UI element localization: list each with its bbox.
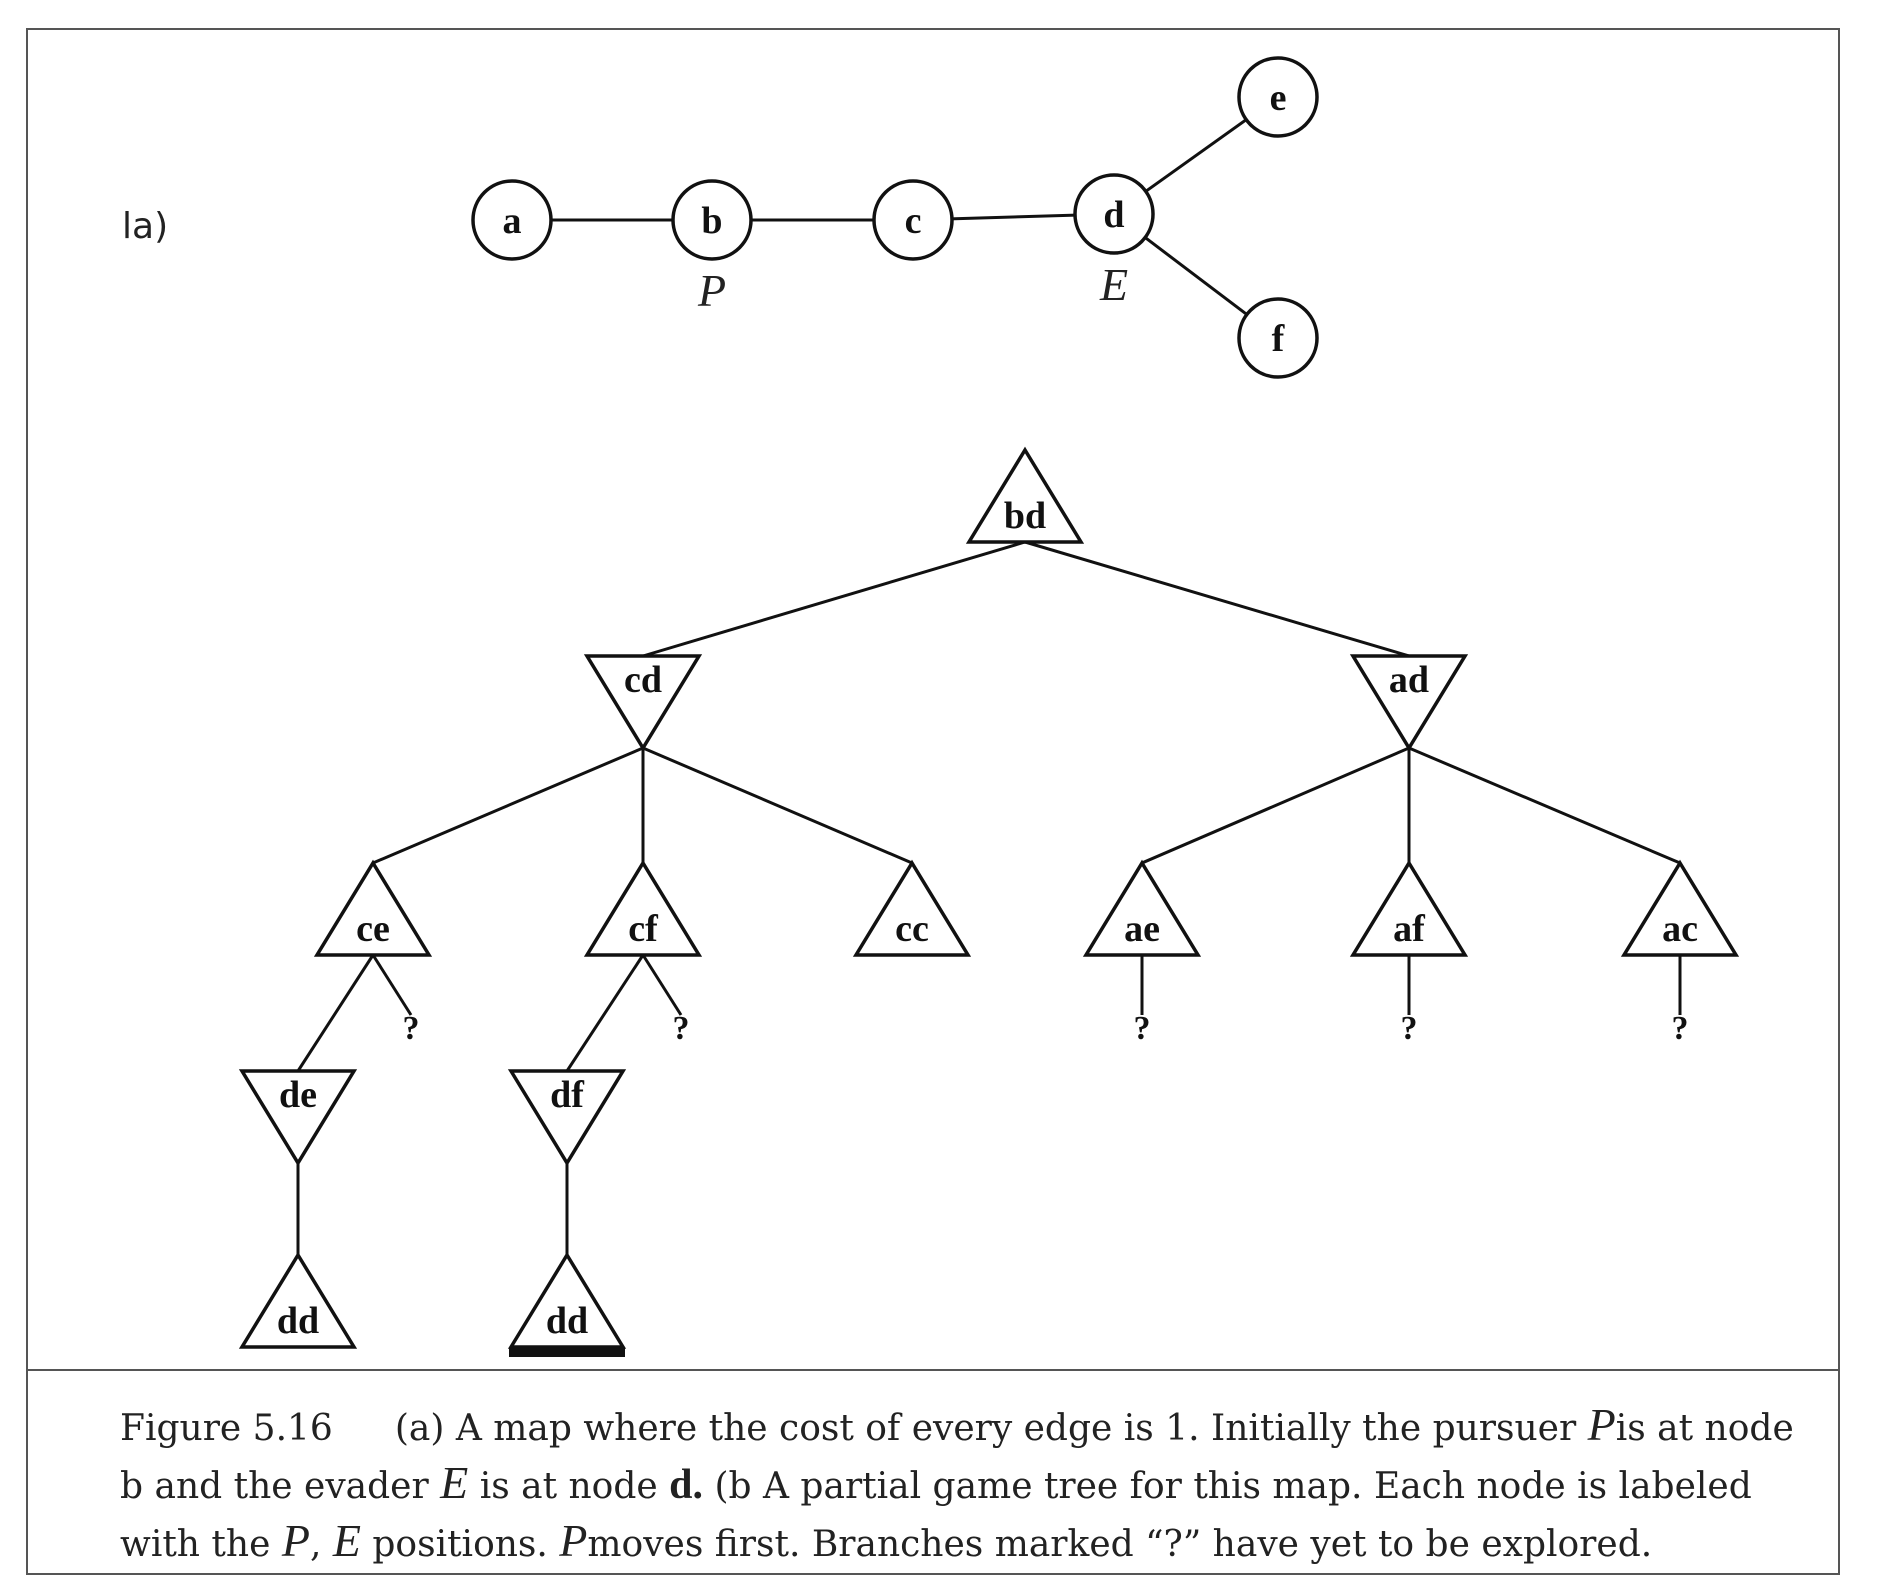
caption-part-b-end: positions. [360,1524,560,1565]
figure-caption: Figure 5.16 (a) A map where the cost of e… [120,1398,1800,1572]
tree-node-cd [583,654,703,752]
tree-node-dd [507,1251,627,1349]
map-node-label-b: b [701,200,722,242]
unexplored-marker: ? [403,1010,420,1047]
tree-node-label-df: df [550,1074,585,1116]
caption-pe-e: E [332,1515,361,1566]
caption-part-b: (b A partial game tree for this map. Eac… [120,1466,1752,1565]
caption-evader-symbol: E [440,1457,469,1508]
tree-node-underline [509,1348,625,1357]
caption-p-moves: P [559,1515,588,1566]
unexplored-marker: ? [1401,1010,1418,1047]
tree-node-label-bd: bd [1004,495,1046,537]
map-node-e [1237,56,1319,138]
caption-part-a: (a) A map where the cost of every edge i… [394,1408,1588,1449]
figure-frame [26,28,1840,1575]
unexplored-edge [371,954,413,1016]
caption-part-a-mid2: is at node [468,1466,670,1507]
tree-node-bd [965,446,1085,544]
tree-edge [1141,746,1410,865]
tree-node-ae [1082,859,1202,957]
tree-edge [642,540,1026,658]
tree-node-cc [852,859,972,957]
tree-node-label-ac: ac [1662,908,1698,950]
tree-node-ac [1620,859,1740,957]
tree-node-label-dd: dd [546,1300,588,1342]
tree-node-af [1349,859,1469,957]
map-node-label-f: f [1272,318,1286,360]
unexplored-edge [641,954,683,1016]
map-node-d [1073,173,1155,255]
map-node-b [671,179,753,261]
tree-edge [1024,540,1410,658]
tree-node-label-ad: ad [1389,659,1429,701]
map-node-f [1237,297,1319,379]
map-node-label-a: a [503,200,522,242]
map-marker-P: P [697,265,726,316]
caption-pursuer-symbol: P [1587,1399,1616,1450]
caption-node-d: d. [669,1462,704,1508]
tree-node-label-cd: cd [624,659,662,701]
caption-pe-sep: , [309,1524,333,1565]
tree-edge [1408,746,1681,865]
tree-node-label-cf: cf [628,908,659,950]
tree-node-ce [313,859,433,957]
part-label: la) [122,206,168,247]
tree-node-dd [238,1251,358,1349]
tree-node-label-ce: ce [356,908,390,950]
tree-node-label-cc: cc [895,908,929,950]
caption-part-a-mid: is at node b and the evader [120,1408,1794,1507]
tree-edge [372,746,644,865]
figure-number: Figure 5.16 [120,1408,333,1449]
map-graph: a bPc dEe f [471,56,1319,379]
map-marker-E: E [1099,259,1128,310]
tree-node-de [238,1069,358,1167]
map-node-label-d: d [1103,194,1124,236]
tree-node-label-de: de [279,1074,317,1116]
game-tree: ????? bd cd ad ce cf cc ae af ac de df dd dd [238,446,1740,1357]
tree-edge [565,954,645,1072]
tree-node-ad [1349,654,1469,752]
tree-node-label-af: af [1393,908,1426,950]
tree-node-df [507,1069,627,1167]
tree-edge [296,954,375,1072]
caption-moves-first: moves first. Branches marked “?” have ye… [587,1524,1653,1565]
tree-node-label-ae: ae [1124,908,1160,950]
caption-pe-p: P [281,1515,310,1566]
tree-edge [642,746,913,865]
map-node-a [471,179,553,261]
unexplored-marker: ? [1134,1010,1151,1047]
map-node-label-c: c [905,200,922,242]
unexplored-marker: ? [1672,1010,1689,1047]
map-node-c [872,179,954,261]
tree-node-cf [583,859,703,957]
unexplored-marker: ? [673,1010,690,1047]
tree-node-label-dd: dd [277,1300,319,1342]
map-node-label-e: e [1270,77,1287,119]
